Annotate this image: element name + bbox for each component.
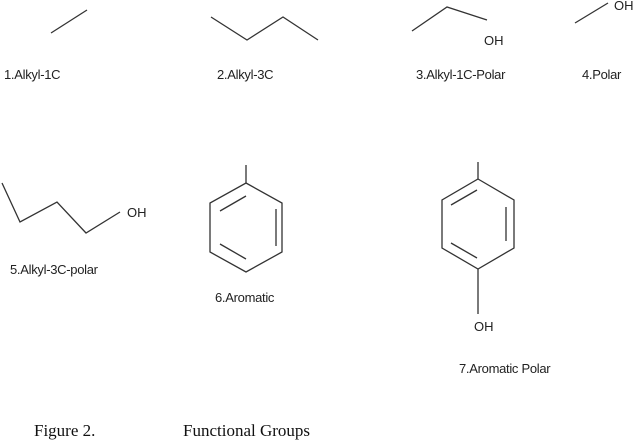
label-aromatic: 6.Aromatic (215, 290, 275, 305)
label-polar: 4.Polar (582, 67, 622, 82)
label-aromatic-polar: 7.Aromatic Polar (459, 361, 551, 376)
figure-number: Figure 2. (34, 421, 96, 440)
structure-aromatic-polar (441, 162, 515, 314)
label-alkyl-3c: 2.Alkyl-3C (217, 67, 274, 82)
structure-alkyl-1c-polar (411, 6, 488, 32)
structure-polar (574, 2, 609, 24)
atom-oh-5: OH (127, 205, 147, 220)
label-alkyl-1c-polar: 3.Alkyl-1C-Polar (416, 67, 506, 82)
structure-alkyl-3c-polar (1, 182, 121, 234)
label-alkyl-1c: 1.Alkyl-1C (4, 67, 61, 82)
structure-alkyl-3c (210, 16, 319, 41)
atom-oh-7: OH (474, 319, 494, 334)
structure-alkyl-1c (50, 9, 88, 34)
atom-oh-3: OH (484, 33, 504, 48)
atom-oh-4: OH (614, 0, 634, 13)
figure-title: Functional Groups (183, 421, 311, 440)
label-alkyl-3c-polar: 5.Alkyl-3C-polar (10, 262, 98, 277)
structure-aromatic (209, 165, 283, 273)
